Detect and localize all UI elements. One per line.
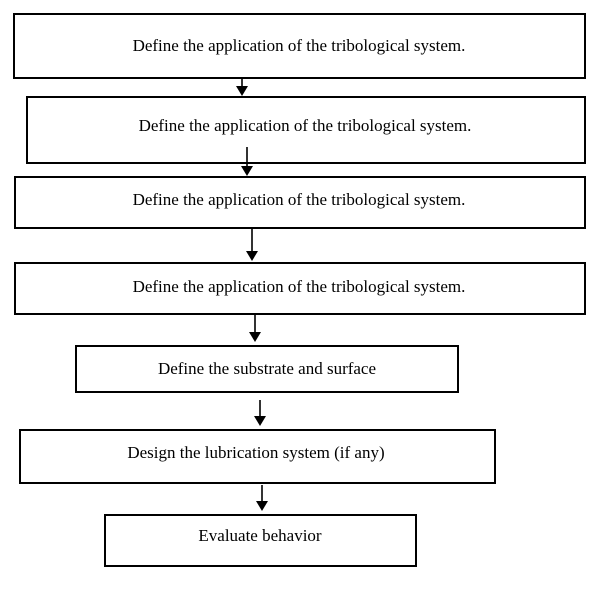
step-label-1: Define the application of the tribologic… (133, 36, 466, 55)
step-label-5: Define the substrate and surface (158, 359, 376, 378)
step-label-3: Define the application of the tribologic… (133, 190, 466, 209)
step-label-2: Define the application of the tribologic… (139, 116, 472, 135)
arrowhead-4 (249, 332, 261, 342)
arrowhead-1 (236, 86, 248, 96)
arrowhead-2 (241, 166, 253, 176)
arrowhead-3 (246, 251, 258, 261)
step-label-6: Design the lubrication system (if any) (127, 443, 384, 462)
step-box-5 (75, 345, 459, 393)
step-box-3 (14, 176, 586, 229)
step-box-7 (104, 514, 417, 567)
step-label-7: Evaluate behavior (198, 526, 322, 545)
step-box-1 (13, 13, 586, 79)
step-box-4 (14, 262, 586, 315)
step-box-2 (26, 96, 586, 164)
step-box-6 (19, 429, 496, 484)
step-label-4: Define the application of the tribologic… (133, 277, 466, 296)
arrowhead-5 (254, 416, 266, 426)
arrowhead-6 (256, 501, 268, 511)
